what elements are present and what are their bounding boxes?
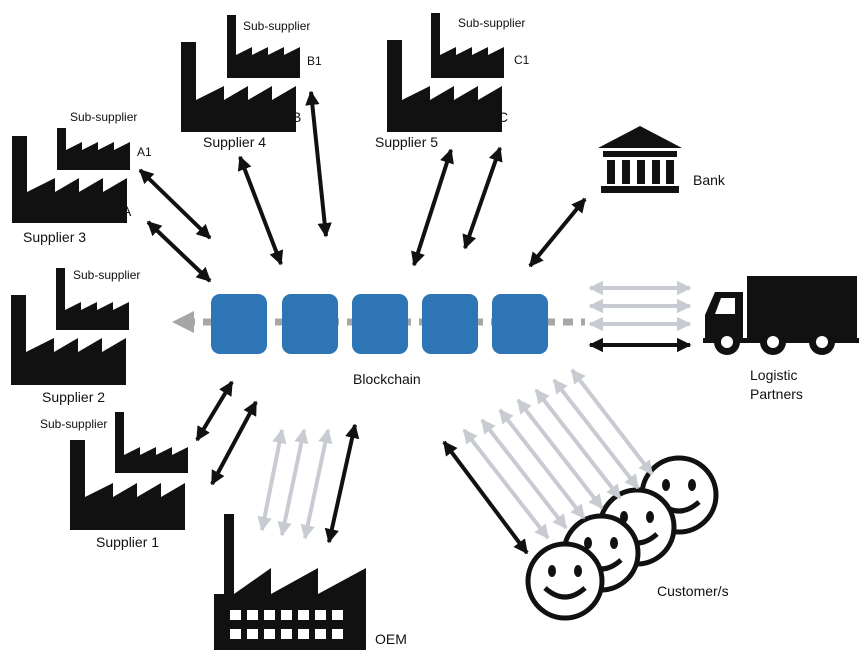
arrow-sub-supplier-c1 <box>462 146 503 250</box>
bank-icon <box>598 126 682 193</box>
blockchain-label: Blockchain <box>353 371 421 387</box>
truck-icon <box>703 276 859 355</box>
supplier5-code: C <box>498 109 509 125</box>
factory-icon-sub-supplier-1 <box>115 412 188 473</box>
sub-supplier-a1-code: A1 <box>137 145 152 159</box>
block-4 <box>422 294 478 354</box>
supplier1-label: Supplier 1 <box>96 534 160 550</box>
factory-icon-sub-supplier-2 <box>56 268 129 330</box>
customer-face-1 <box>525 541 605 621</box>
block-3 <box>352 294 408 354</box>
logistics-label-line1: Logistic <box>750 367 798 383</box>
supplier2-label: Supplier 2 <box>42 389 106 405</box>
sub-supplier-a1-label: Sub-supplier <box>70 110 138 124</box>
customers-label: Customer/s <box>657 583 729 599</box>
block-5 <box>492 294 548 354</box>
block-2 <box>282 294 338 354</box>
supplier3-label: Supplier 3 <box>23 229 87 245</box>
arrow-supplier4 <box>237 155 284 266</box>
sub-supplier-c1-label: Sub-supplier <box>458 16 526 30</box>
factory-icon-sub-supplier-a1 <box>57 128 130 170</box>
bank-label: Bank <box>693 172 725 188</box>
sub-supplier-b1-code: B1 <box>307 54 322 68</box>
factory-icon-supplier3 <box>12 136 127 223</box>
factory-icon-supplier2 <box>11 295 126 385</box>
block-1 <box>211 294 267 354</box>
factory-icon-supplier1 <box>70 440 185 530</box>
arrow-sub-supplier-a1 <box>138 168 212 240</box>
arrow-oem <box>324 423 360 544</box>
factory-icon-supplier5 <box>387 40 502 132</box>
arrow-supplier3 <box>146 220 212 283</box>
factory-icon-sub-supplier-b1 <box>227 15 300 78</box>
factory-icon-oem <box>214 514 366 650</box>
sub-supplier-1-label: Sub-supplier <box>40 417 108 431</box>
factory-icon-sub-supplier-c1 <box>431 13 504 78</box>
arrow-supplier5 <box>411 148 454 267</box>
sub-supplier-2-label: Sub-supplier <box>73 268 141 282</box>
arrow-bank <box>528 197 587 268</box>
oem-label: OEM <box>375 631 407 647</box>
factory-icon-supplier4 <box>181 42 296 132</box>
supplier3-code: A <box>122 203 132 219</box>
arrow-sub-supplier-b1 <box>305 90 332 238</box>
sub-supplier-b1-label: Sub-supplier <box>243 19 311 33</box>
supplier4-label: Supplier 4 <box>203 134 267 150</box>
logistics-label-line2: Partners <box>750 386 803 402</box>
arrow-supplier1 <box>210 400 258 486</box>
arrow-sub-supplier-1 <box>195 380 234 442</box>
sub-supplier-c1-code: C1 <box>514 53 530 67</box>
chain-direction-arrowhead <box>172 311 194 333</box>
supplier5-label: Supplier 5 <box>375 134 439 150</box>
supplier4-code: B <box>292 109 302 125</box>
smiley-face-icon <box>525 455 719 621</box>
faded-arrows <box>257 280 692 540</box>
blockchain <box>172 294 585 354</box>
